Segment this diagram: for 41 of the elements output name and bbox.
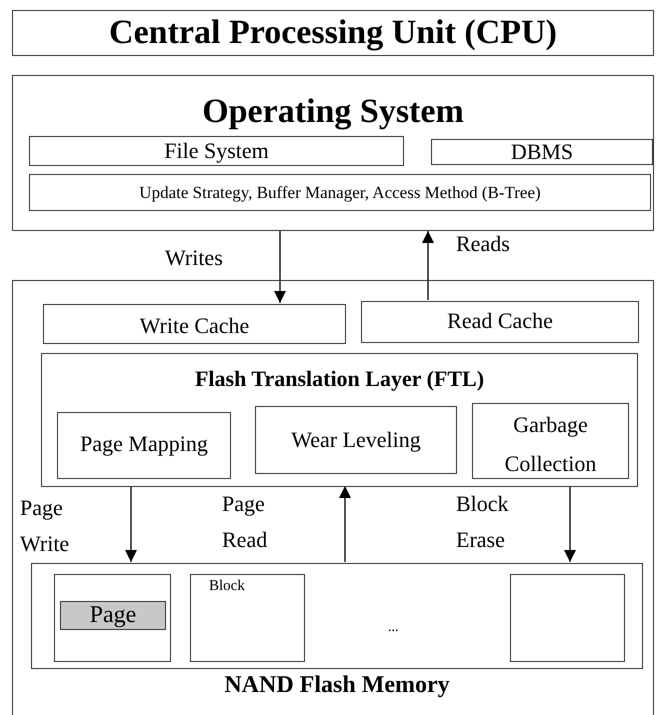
page-box — [60, 601, 166, 630]
node-label: Block — [209, 578, 245, 596]
process-box — [190, 574, 305, 662]
ellipsis-label: ... — [388, 620, 398, 636]
process-box — [57, 412, 231, 479]
node-label: Wear Leveling — [291, 427, 421, 452]
node-label: File System — [164, 138, 269, 164]
process-box — [12, 10, 654, 56]
process-box — [29, 174, 651, 211]
arrow — [274, 231, 286, 303]
arrow — [422, 231, 434, 300]
node-label: Page — [90, 602, 136, 630]
process-box — [255, 406, 457, 474]
heading: NAND Flash Memory — [224, 672, 450, 700]
heading: Central Processing Unit (CPU) — [109, 13, 557, 52]
process-box — [29, 136, 404, 166]
process-box — [12, 75, 654, 231]
arrow — [339, 486, 351, 562]
process-box — [54, 574, 171, 662]
process-box — [510, 574, 625, 662]
node-label: Update Strategy, Buffer Manager, Access Method (B-Tree) — [139, 183, 541, 203]
process-box — [472, 403, 629, 479]
process-box — [43, 304, 346, 344]
device-frame — [12, 280, 654, 715]
edge-label: Block Erase — [456, 490, 510, 554]
arrow — [564, 486, 576, 562]
edge-label: Reads — [456, 230, 511, 258]
edge-label: Page Write — [20, 494, 70, 558]
node-label: Write Cache — [140, 313, 250, 338]
node-label: DBMS — [510, 139, 574, 164]
process-box — [361, 301, 639, 343]
node-label: Garbage Collection — [504, 411, 598, 478]
edge-label: Page Read — [222, 490, 268, 554]
edge-label: Writes — [165, 244, 224, 272]
arrow — [125, 486, 137, 562]
heading: Flash Translation Layer (FTL) — [194, 366, 484, 392]
node-label: Read Cache — [447, 308, 553, 334]
node-label: Page Mapping — [80, 431, 208, 456]
process-box — [41, 353, 638, 487]
process-box — [431, 139, 653, 165]
heading: Operating System — [202, 92, 464, 132]
